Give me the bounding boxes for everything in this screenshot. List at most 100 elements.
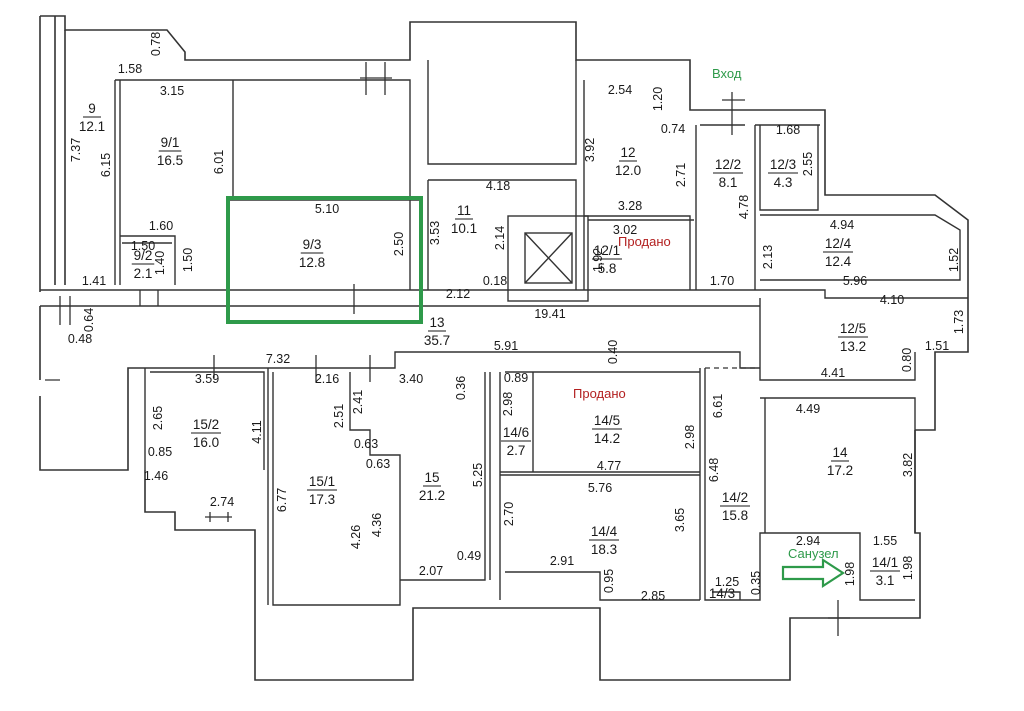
room-number: 9/2 [134,248,153,263]
dimension-label: 1.58 [118,62,142,76]
dimension-label: 3.02 [613,223,637,237]
sold-label-14-5: Продано [573,386,626,401]
dimension-label: 0.48 [68,332,92,346]
room-area: 5.8 [598,261,617,276]
dimension-label: 2.16 [315,372,339,386]
sold-label-12-1: Продано [618,234,671,249]
dimension-label: 2.14 [493,226,507,250]
dimension-label: 1.50 [181,248,195,272]
room-area: 12.8 [299,255,325,270]
dimension-label: 1.51 [925,339,949,353]
dimension-label: 4.18 [486,179,510,193]
room-number: 15 [424,470,439,485]
bathroom-label: Санузел [788,546,839,561]
room-number: 12/3 [770,157,796,172]
dimension-label: 1.20 [651,87,665,111]
dimension-label: 2.98 [501,392,515,416]
dimension-label: 0.36 [454,376,468,400]
room-area: 12.4 [825,254,852,269]
room-area: 12.1 [79,119,105,134]
room-area: 14.2 [594,431,620,446]
room-area: 15.8 [722,508,748,523]
room-number: 13 [429,315,444,330]
room-area: 2.7 [507,443,526,458]
room-number: 14 [832,445,848,460]
dimension-label: 2.41 [351,390,365,414]
dimension-label: 0.78 [149,32,163,56]
dimension-label: 5.91 [494,339,518,353]
dimension-label: 2.55 [801,152,815,176]
dimension-label: 6.77 [275,488,289,512]
dimension-label: 1.41 [82,274,106,288]
dimension-label: 4.49 [796,402,820,416]
room-number: 12 [620,145,635,160]
dimension-label: 0.95 [602,569,616,593]
room-number: 14/2 [722,490,748,505]
room-area: 18.3 [591,542,617,557]
dimension-label: 0.35 [749,571,763,595]
dimension-label: 6.61 [711,394,725,418]
dimension-label: 1.98 [901,556,915,580]
room-number: 14/1 [872,555,898,570]
dimension-label: 4.78 [737,195,751,219]
dimension-label: 4.10 [880,293,904,307]
room-number: 9/3 [303,237,322,252]
dimension-label: 2.65 [151,406,165,430]
room-area: 16.0 [193,435,219,450]
dimension-label: 2.13 [761,245,775,269]
room-labels: 912.19/116.59/22.19/312.81110.11212.012/… [79,101,900,601]
dimension-label: 0.49 [457,549,481,563]
dimension-label: 3.40 [399,372,423,386]
dimension-label: 1.46 [144,469,168,483]
outer-walls [39,15,969,681]
dimension-label: 5.96 [843,274,867,288]
dimension-label: 2.91 [550,554,574,568]
dimension-label: 4.41 [821,366,845,380]
dimension-label: 4.94 [830,218,854,232]
room-area: 12.0 [615,163,641,178]
dimension-label: 0.40 [606,340,620,364]
room-area: 17.3 [309,492,335,507]
room-number: 12/2 [715,157,741,172]
dimension-label: 2.74 [210,495,234,509]
entrance-label: Вход [712,66,742,81]
room-area: 4.3 [774,175,793,190]
dimension-label: 2.51 [332,404,346,428]
dimension-label: 2.54 [608,83,632,97]
dimension-label: 4.11 [250,420,264,443]
room-number: 15/2 [193,417,219,432]
dimension-label: 5.76 [588,481,612,495]
room-number: 14/6 [503,425,529,440]
dimension-label: 0.18 [483,274,507,288]
dimension-label: 2.94 [796,534,820,548]
dimension-label: 2.07 [419,564,443,578]
dimension-label: 1.68 [776,123,800,137]
room-number: 9/1 [161,135,180,150]
room-number: 11 [457,203,471,218]
dimension-label: 7.32 [266,352,290,366]
dimension-label: 6.01 [212,150,226,174]
room-area: 17.2 [827,463,853,478]
dimension-label: 3.15 [160,84,184,98]
room-number: 9 [88,101,96,116]
dimension-label: 5.25 [471,463,485,487]
dimension-label: 4.26 [349,525,363,549]
dimension-label: 3.92 [583,138,597,162]
highlighted-room-9-3[interactable] [226,196,423,324]
room-number: 15/1 [309,474,335,489]
room-area: 16.5 [157,153,183,168]
dimension-label: 1.98 [843,562,857,586]
dimension-label: 0.85 [148,445,172,459]
room-area: 8.1 [719,175,738,190]
dimension-label: 1.40 [153,251,167,275]
room-area: 10.1 [451,221,477,236]
dimension-label: 6.15 [99,153,113,177]
dimension-label: 1.73 [952,310,966,334]
dimension-label: 0.80 [900,348,914,372]
dimension-label: 3.65 [673,508,687,532]
room-number: 12/5 [840,321,866,336]
dimension-label: 0.63 [366,457,390,471]
dimension-label: 2.70 [502,502,516,526]
dimension-label: 1.25 [715,575,739,589]
